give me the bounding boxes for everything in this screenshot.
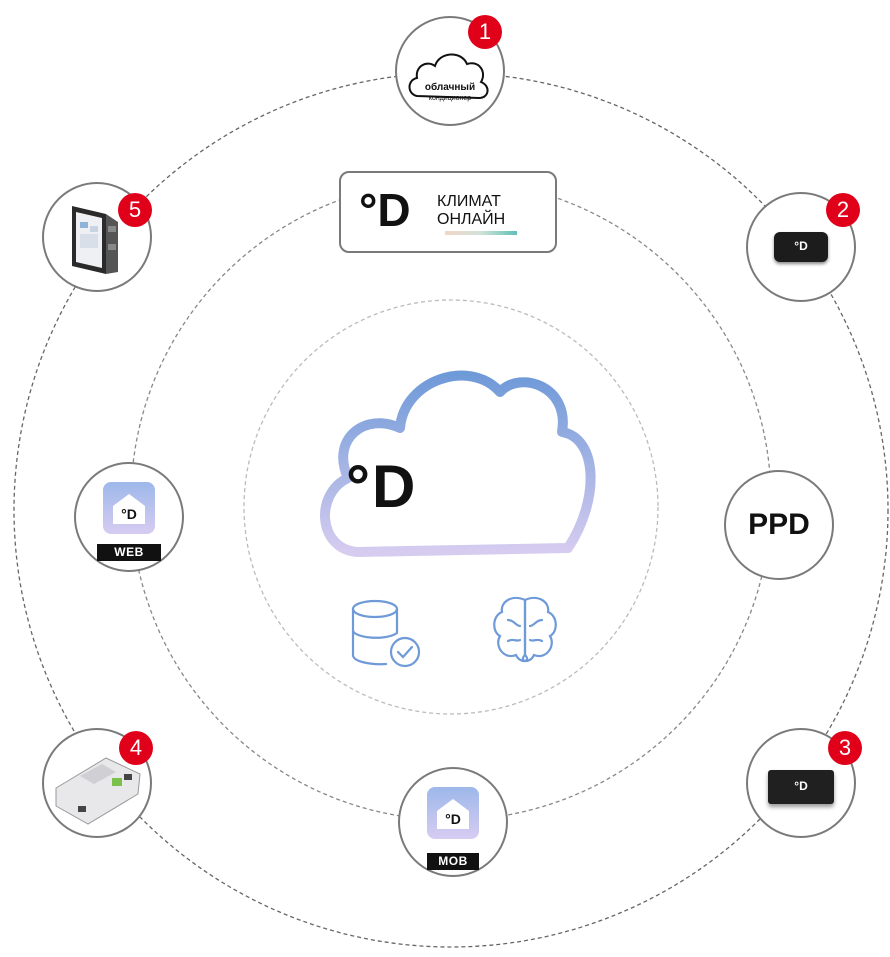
- badge-1: 1: [468, 15, 502, 49]
- gateway-device: °D: [768, 770, 834, 804]
- panel-device: [72, 206, 118, 274]
- gateway-logo: °D: [794, 779, 808, 793]
- home-icon: [113, 494, 145, 524]
- remote-device: °D: [774, 232, 828, 262]
- center-cloud: [320, 370, 596, 557]
- mob-app-icon: °D: [427, 787, 479, 839]
- web-app-icon: °D: [103, 482, 155, 534]
- controller-device: [55, 757, 141, 825]
- mob-logo: °D: [445, 811, 461, 827]
- badge-2: 2: [826, 193, 860, 227]
- badge-3: 3: [828, 731, 862, 765]
- remote-logo: °D: [794, 239, 808, 253]
- node-ppd[interactable]: PPD: [724, 470, 834, 580]
- header-line1: КЛИМАТ: [437, 193, 501, 210]
- inner-ring: [243, 299, 659, 715]
- badge-4: 4: [119, 731, 153, 765]
- node-controller[interactable]: [42, 728, 152, 838]
- cloud-line1: облачный: [424, 82, 476, 93]
- home-icon: [437, 799, 469, 829]
- web-tag: WEB: [97, 544, 161, 561]
- outline-cloud-icon: [408, 53, 489, 100]
- mob-tag: MOB: [427, 853, 479, 870]
- header-gradient-bar: [445, 231, 517, 235]
- node-mob-app[interactable]: °D MOB: [398, 767, 508, 877]
- ppd-label: PPD: [748, 508, 810, 541]
- header-box[interactable]: °D КЛИМАТ ОНЛАЙН: [339, 171, 557, 253]
- node-web-app[interactable]: °D WEB: [74, 462, 184, 572]
- database-check-icon: [351, 599, 421, 668]
- web-logo: °D: [121, 506, 137, 522]
- header-line2: ОНЛАЙН: [437, 211, 506, 228]
- center-logo: °D: [346, 453, 418, 520]
- badge-5: 5: [118, 193, 152, 227]
- brain-icon: [493, 596, 557, 663]
- cloud-line2: кондиционер: [428, 95, 472, 102]
- header-logo: °D: [359, 184, 411, 236]
